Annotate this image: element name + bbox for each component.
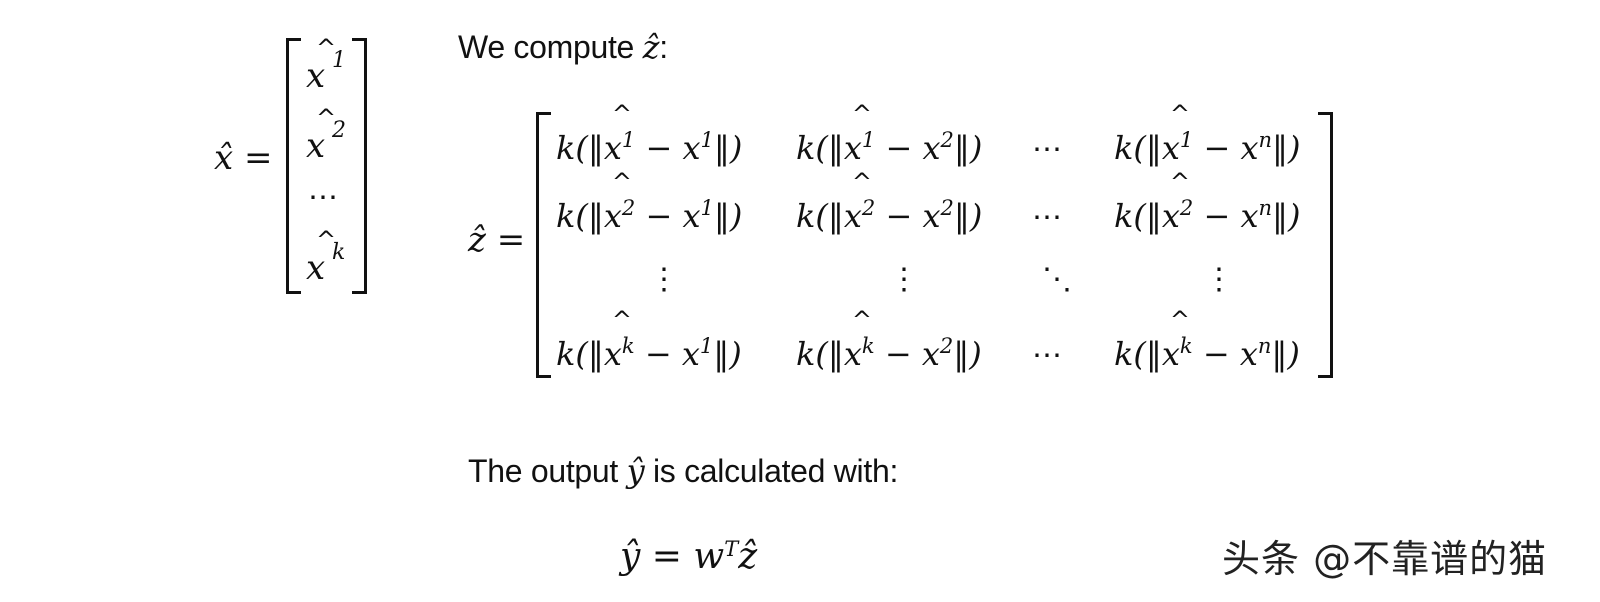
matrix-cell: k(‖^xk − xn‖) xyxy=(1114,306,1300,374)
hat-mark: ^ xyxy=(1169,306,1190,334)
hat-superscript: k xyxy=(1179,334,1193,358)
hat-mark: ^ xyxy=(611,100,632,128)
matrix-cell: k(‖^x1 − xn‖) xyxy=(1114,100,1301,168)
minus-x: − x xyxy=(874,335,940,373)
hat-mark: ^ xyxy=(1169,100,1190,128)
hat-superscript: k xyxy=(861,334,875,358)
minus-x: − x xyxy=(1192,335,1258,373)
kernel-close: ‖) xyxy=(1271,335,1300,373)
matrix-dots: ⋮ xyxy=(649,262,679,297)
kernel-close: ‖) xyxy=(953,335,982,373)
hat-mark: ^ xyxy=(851,306,872,334)
minus-x: − x xyxy=(635,129,701,167)
hat-superscript: k xyxy=(621,334,635,358)
vector-entry-ellipsis: ⋯ xyxy=(308,180,338,215)
minus-x: − x xyxy=(634,335,700,373)
matrix-close-bracket xyxy=(1318,112,1333,378)
hat-superscript: 1 xyxy=(1179,128,1194,152)
hatted-x: ^x xyxy=(1161,306,1190,373)
minus-x: − x xyxy=(1193,197,1259,235)
hatted-x: ^x xyxy=(1161,168,1190,235)
hat-mark: ^ xyxy=(611,306,632,334)
output-caption: The output ŷ is calculated with: xyxy=(468,452,899,490)
hat-mark: ^ xyxy=(1169,168,1190,196)
kernel-close: ‖) xyxy=(713,335,742,373)
left-vector-close-bracket xyxy=(352,38,367,294)
hat-mark: ^ xyxy=(851,168,872,196)
matrix-cell: k(‖^x2 − x1‖) xyxy=(556,168,743,236)
kernel-open: k(‖ xyxy=(1114,335,1162,373)
x-superscript: n xyxy=(1257,334,1272,358)
matrix-dots: ⋮ xyxy=(1204,262,1234,297)
hatted-x: ^x xyxy=(843,306,872,373)
kernel-open: k(‖ xyxy=(796,335,844,373)
output-equation: ŷ = wTẑ xyxy=(620,536,758,577)
hatted-x: ^x xyxy=(1161,100,1190,167)
matrix-cell: k(‖^x2 − xn‖) xyxy=(1114,168,1301,236)
kernel-open: k(‖ xyxy=(556,335,604,373)
matrix-cell: k(‖^x1 − x1‖) xyxy=(556,100,743,168)
x-superscript: 1 xyxy=(700,128,714,152)
kernel-close: ‖) xyxy=(713,197,743,235)
hat-superscript: 2 xyxy=(1179,196,1194,220)
x-superscript: 1 xyxy=(699,334,714,358)
hat-superscript: 2 xyxy=(621,196,636,220)
hat-superscript: 2 xyxy=(861,196,876,220)
hat-superscript: 1 xyxy=(621,128,636,152)
left-vector-open-bracket xyxy=(286,38,301,294)
kernel-open: k(‖ xyxy=(1114,129,1162,167)
kernel-close: ‖) xyxy=(1272,129,1301,167)
kernel-open: k(‖ xyxy=(796,197,844,235)
x-superscript: 2 xyxy=(939,334,954,358)
matrix-cell: k(‖^xk − x1‖) xyxy=(556,306,742,374)
minus-x: − x xyxy=(875,129,941,167)
hat-mark: ^ xyxy=(611,168,632,196)
compute-caption: We compute ẑ: xyxy=(458,28,668,66)
matrix-dots: ⋮ xyxy=(889,262,919,297)
kernel-close: ‖) xyxy=(953,129,983,167)
matrix-open-bracket xyxy=(536,112,551,378)
x-hat-lhs: x̂ = xyxy=(214,138,273,178)
x-superscript: n xyxy=(1258,128,1273,152)
matrix-cell: k(‖^xk − x2‖) xyxy=(796,306,982,374)
kernel-close: ‖) xyxy=(1272,197,1301,235)
hatted-x: ^x xyxy=(843,100,872,167)
kernel-close: ‖) xyxy=(713,129,743,167)
watermark: 头条 @不靠谱的猫 xyxy=(1222,537,1548,581)
hatted-x: ^x xyxy=(603,306,632,373)
minus-x: − x xyxy=(635,197,701,235)
matrix-dots: ⋯ xyxy=(1032,200,1062,235)
hatted-x: ^x xyxy=(603,100,632,167)
kernel-close: ‖) xyxy=(953,197,983,235)
minus-x: − x xyxy=(875,197,941,235)
matrix-dots: ⋯ xyxy=(1032,132,1062,167)
x-superscript: 2 xyxy=(940,196,954,220)
minus-x: − x xyxy=(1193,129,1259,167)
kernel-open: k(‖ xyxy=(796,129,844,167)
kernel-open: k(‖ xyxy=(556,129,604,167)
matrix-cell: k(‖^x1 − x2‖) xyxy=(796,100,983,168)
x-superscript: 1 xyxy=(700,196,714,220)
kernel-open: k(‖ xyxy=(556,197,604,235)
matrix-dots: ⋯ xyxy=(1032,338,1062,373)
hatted-x: ^x xyxy=(843,168,872,235)
x-superscript: 2 xyxy=(940,128,954,152)
hatted-x: ^x xyxy=(603,168,632,235)
kernel-open: k(‖ xyxy=(1114,197,1162,235)
x-superscript: n xyxy=(1258,196,1273,220)
hat-mark: ^ xyxy=(851,100,872,128)
z-hat-lhs: ẑ = xyxy=(468,220,526,260)
matrix-dots: ⋱ xyxy=(1042,262,1072,297)
hat-superscript: 1 xyxy=(861,128,876,152)
matrix-cell: k(‖^x2 − x2‖) xyxy=(796,168,983,236)
